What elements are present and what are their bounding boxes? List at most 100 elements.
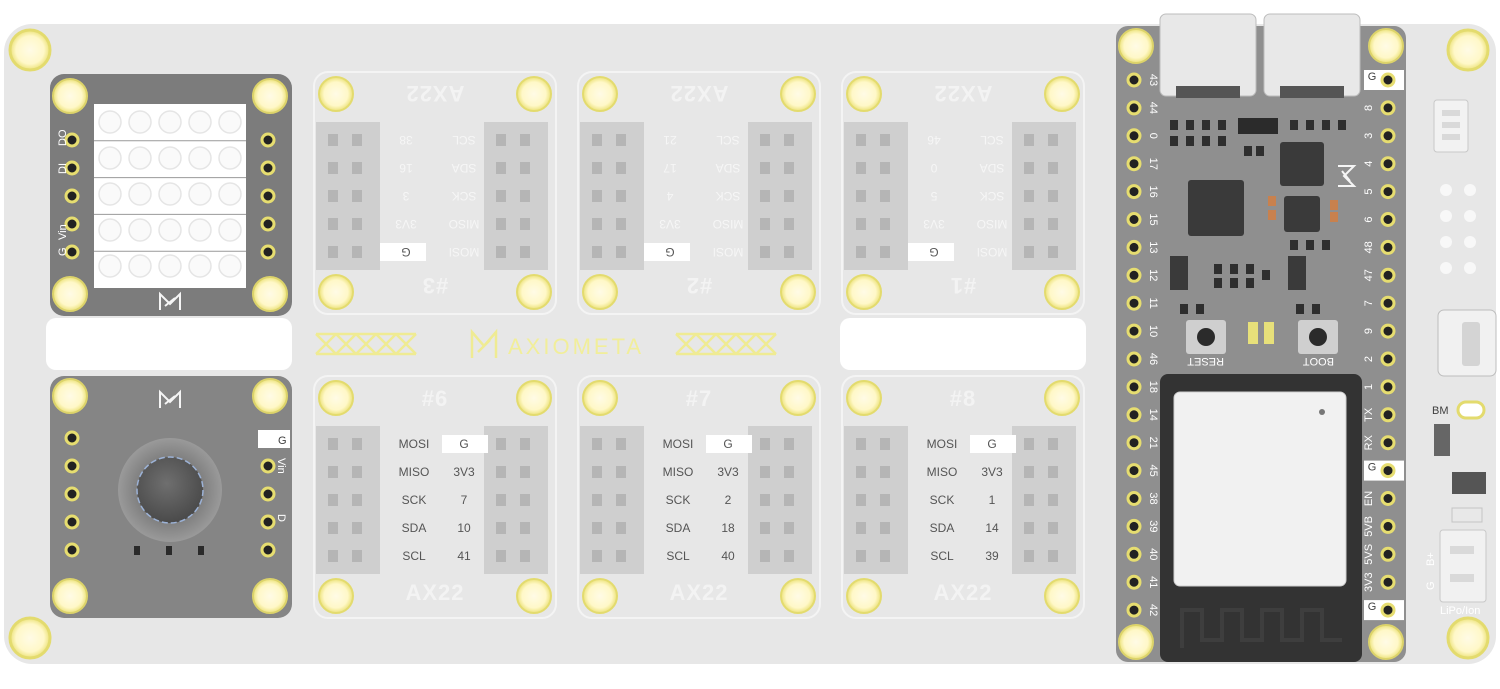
esp32-left-pin-label: 38 — [1147, 492, 1159, 504]
esp32-right-pin — [1380, 267, 1396, 283]
slot-id: #6 — [422, 386, 448, 411]
axiometa-logo-icon — [1338, 165, 1357, 187]
header-pin — [64, 514, 80, 530]
esp32-left-pin — [1126, 323, 1142, 339]
esp32-left-pin-label: 39 — [1147, 520, 1159, 532]
led-pixel — [128, 218, 152, 242]
led-pixel — [158, 182, 182, 206]
slot-pin-label: 16 — [399, 161, 413, 175]
slot-pin-label: 41 — [457, 549, 471, 563]
esp32-right-pin-label: G — [1368, 601, 1377, 613]
esp32-left-pin — [1126, 184, 1142, 200]
slot-signal-label: SCL — [452, 133, 476, 147]
slot-model: AX22 — [669, 580, 728, 605]
usb-c-port-left[interactable] — [1159, 13, 1257, 97]
esp32-right-pin — [1380, 72, 1396, 88]
led-pixel — [98, 218, 122, 242]
esp32-left-pin — [1126, 518, 1142, 534]
esp32-right-pin — [1380, 295, 1396, 311]
ground-pin-label-bg — [442, 435, 488, 453]
esp32-right-pin — [1380, 323, 1396, 339]
esp32-right-pin-label: TX — [1363, 407, 1375, 422]
led-pixel — [158, 218, 182, 242]
power-pads — [1440, 184, 1476, 274]
led-label-do: DO — [57, 129, 69, 146]
led-pixel — [188, 182, 212, 206]
led-pixel — [188, 254, 212, 278]
slot-signal-label: SCK — [666, 493, 691, 507]
label-strip-right — [840, 318, 1086, 370]
esp32-left-pin-label: 40 — [1147, 548, 1159, 560]
slot-pin-label: 3V3 — [923, 217, 945, 231]
header-pin — [260, 514, 276, 530]
joystick-knob[interactable] — [136, 456, 204, 524]
led-pixel — [158, 146, 182, 170]
header-pin — [260, 132, 276, 148]
slot-id: #2 — [686, 273, 712, 298]
header-socket-left — [580, 122, 644, 270]
led-matrix-module: DO DI Vin G — [50, 74, 292, 316]
esp32-right-pin — [1380, 128, 1396, 144]
esp32-right-pin-label: 4 — [1363, 161, 1375, 167]
axiometa-logo-icon — [159, 291, 181, 310]
slot-id: #3 — [422, 273, 448, 298]
led-pixel — [128, 254, 152, 278]
slot-pin-label: 17 — [663, 161, 677, 175]
esp32-left-pin — [1126, 463, 1142, 479]
slot-model: AX22 — [405, 580, 464, 605]
boot-button[interactable] — [1309, 328, 1327, 346]
led-pixel — [188, 146, 212, 170]
header-pin — [260, 160, 276, 176]
slot-pin-label: G — [987, 437, 996, 451]
slot-signal-label: SCK — [452, 189, 477, 203]
esp32-right-pin-label: G — [1368, 71, 1377, 83]
esp32-right-pin-label: 5VS — [1363, 544, 1375, 565]
slot-pin-label: G — [723, 437, 732, 451]
slot-mount-hole — [318, 76, 354, 112]
esp32-left-pin-label: 12 — [1147, 269, 1159, 281]
slot-pin-label: 38 — [399, 133, 413, 147]
slot-pin-label: 3V3 — [981, 465, 1003, 479]
slot-signal-label: SCK — [402, 493, 427, 507]
esp32-right-pin — [1380, 463, 1396, 479]
header-pin — [260, 244, 276, 260]
esp32-right-pin-label: 8 — [1363, 105, 1375, 111]
led-label-vin: Vin — [57, 224, 69, 240]
joystick-label-g: G — [278, 435, 287, 447]
esp32-left-pin — [1126, 212, 1142, 227]
boot-label: BOOT — [1303, 355, 1334, 367]
slot-mount-hole — [780, 578, 816, 614]
header-socket-left — [316, 426, 380, 574]
header-pin — [260, 542, 276, 558]
slot-pin-label: 3V3 — [717, 465, 739, 479]
esp32-right-pin — [1380, 156, 1396, 172]
slot-model: AX22 — [405, 81, 464, 106]
esp32-right-pin-label: 6 — [1363, 216, 1375, 222]
led-pixel — [98, 146, 122, 170]
header-socket-right — [748, 426, 812, 574]
slot-mount-hole — [318, 274, 354, 310]
header-socket-left — [580, 426, 644, 574]
header-socket-left — [844, 426, 908, 574]
slot-signal-label: MISO — [449, 217, 480, 231]
header-pin — [260, 188, 276, 204]
esp32-right-pin-label: 9 — [1363, 328, 1375, 334]
usb-c-port-right[interactable] — [1263, 13, 1361, 97]
led-module-pins — [64, 132, 276, 260]
slot-mount-hole — [582, 274, 618, 310]
ground-pin-label-bg — [380, 243, 426, 261]
esp32-left-pin — [1126, 546, 1142, 562]
ground-pin-label-bg — [970, 435, 1016, 453]
slot-signal-label: SCL — [402, 549, 426, 563]
battery-connector[interactable] — [1439, 529, 1487, 603]
esp32-left-pin-label: 21 — [1147, 437, 1159, 449]
reset-button[interactable] — [1197, 328, 1215, 346]
slot-signal-label: SDA — [666, 521, 691, 535]
slot-signal-label: SDA — [452, 161, 477, 175]
